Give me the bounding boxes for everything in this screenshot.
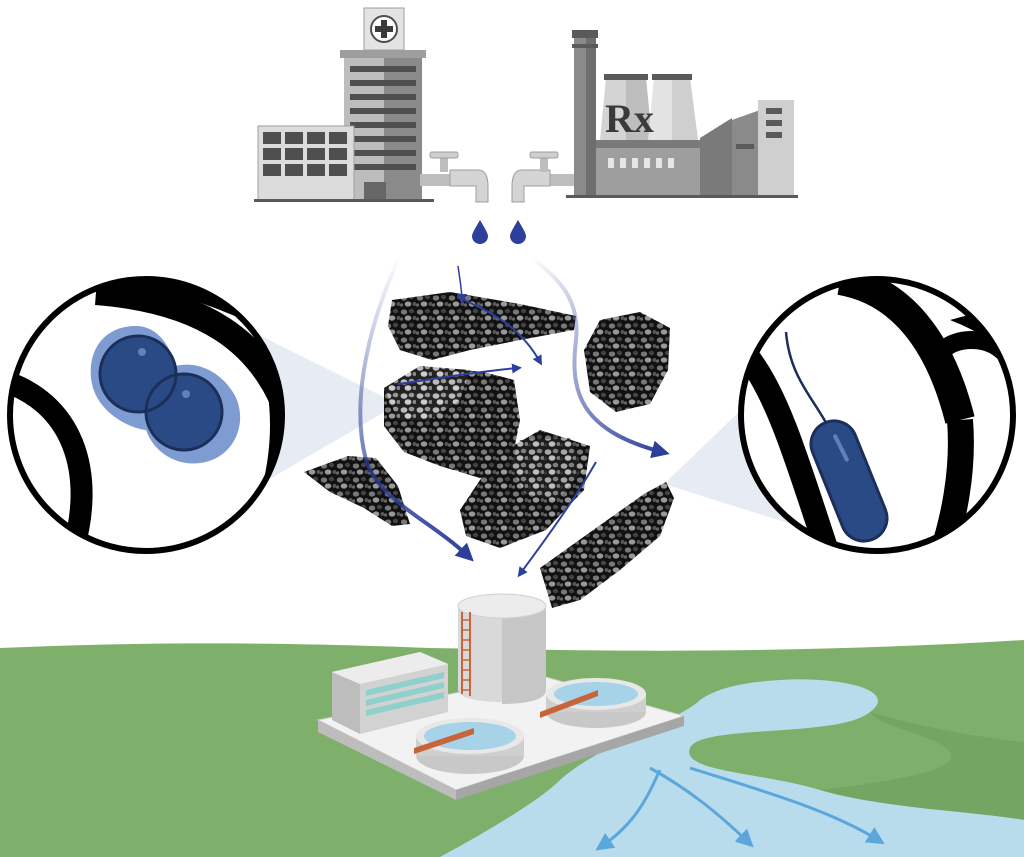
hospital-cross-icon bbox=[363, 7, 405, 51]
flow-arrow-small bbox=[463, 299, 542, 366]
water-droplet-icon bbox=[510, 220, 526, 244]
flow-arrow-small bbox=[397, 363, 522, 385]
water-tap-icon bbox=[420, 151, 489, 203]
clarifier-tank-right bbox=[540, 678, 646, 728]
sludge-piece bbox=[540, 482, 674, 608]
wastewater-treatment-plant bbox=[316, 593, 686, 800]
magnifier-lens-icon bbox=[738, 276, 1016, 554]
rx-sign: Rx bbox=[605, 96, 654, 141]
flow-arrow-left-long bbox=[358, 255, 474, 562]
river bbox=[440, 679, 1024, 857]
clarifier-tank-left bbox=[414, 718, 524, 774]
control-building bbox=[332, 652, 448, 734]
water-droplet-icon bbox=[472, 220, 488, 244]
flow-arrows bbox=[358, 255, 670, 578]
bacillus-bacteria bbox=[784, 331, 889, 543]
hospital-building bbox=[254, 7, 434, 202]
pharmaceutical-factory: Rx bbox=[566, 30, 798, 198]
plant-platform-side bbox=[318, 720, 456, 800]
sludge-piece bbox=[304, 456, 410, 526]
sludge-piece bbox=[584, 312, 670, 412]
sludge-piece bbox=[388, 292, 576, 360]
water-tap-icon bbox=[511, 151, 580, 203]
flow-arrow-small bbox=[456, 265, 467, 304]
river-bank-highlight bbox=[820, 712, 1024, 820]
storage-tank bbox=[457, 593, 547, 704]
diplococcus-bacteria bbox=[90, 326, 241, 464]
flow-arrow-small bbox=[517, 461, 597, 578]
magnifier-lens-icon bbox=[7, 276, 285, 554]
river-flow-arrows bbox=[595, 766, 885, 851]
sludge-particles bbox=[304, 292, 674, 608]
flow-arrow-right-long bbox=[530, 256, 670, 459]
